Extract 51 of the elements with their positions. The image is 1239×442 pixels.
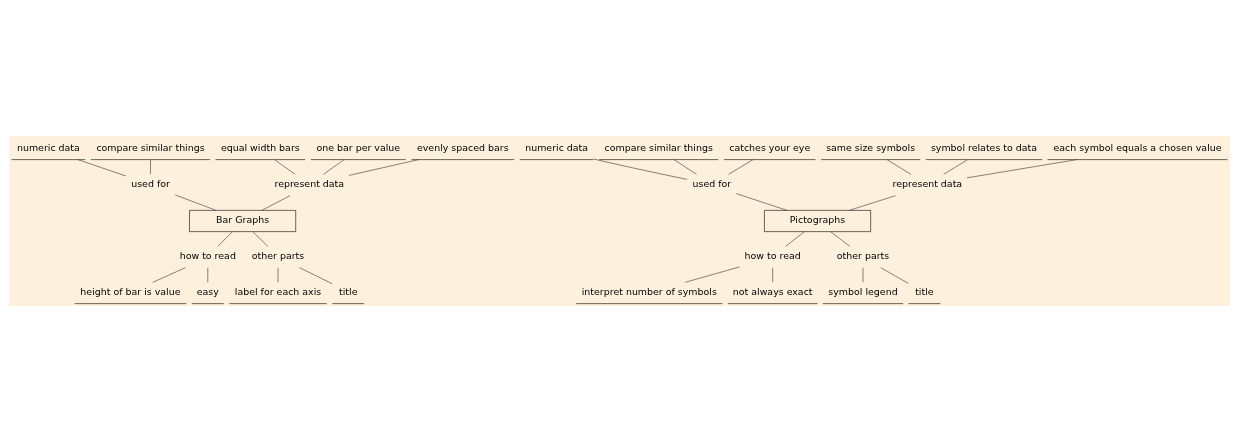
node-text: symbol relates to data (930, 142, 1038, 154)
connector (150, 159, 151, 175)
node-text: numeric data (525, 142, 589, 154)
connector (830, 231, 851, 247)
connector (299, 267, 333, 285)
connector (217, 231, 233, 247)
node-text: one bar per value (316, 142, 401, 154)
node-text: other parts (251, 250, 305, 262)
connector (673, 159, 697, 175)
node-text: each symbol equals a chosen value (1053, 142, 1222, 154)
node-text: compare similar things (604, 142, 713, 154)
connector (77, 159, 127, 177)
node-text: compare similar things (96, 142, 205, 154)
node-text: interpret number of symbols (581, 286, 717, 298)
connector (943, 159, 968, 175)
node-text: used for (131, 178, 170, 190)
node-text: catches your eye (729, 142, 811, 154)
node-text: used for (692, 178, 732, 190)
connector (323, 159, 345, 175)
node-text: equal width bars (220, 142, 300, 154)
node-text: height of bar is value (80, 286, 181, 298)
node-text: how to read (179, 250, 236, 262)
connector (966, 159, 1077, 179)
connector (152, 267, 186, 283)
node-box: Pictographs (764, 210, 871, 232)
node-text: label for each axis (234, 286, 322, 298)
node-text: represent data (892, 178, 963, 190)
connector (174, 194, 217, 211)
connector (684, 266, 740, 283)
node-text: title (915, 286, 934, 298)
connector (848, 195, 896, 211)
connector (593, 158, 688, 180)
node-text: other parts (836, 250, 890, 262)
node-box: Bar Graphs (189, 210, 297, 232)
node-text: evenly spaced bars (416, 142, 509, 154)
connector (886, 159, 912, 175)
node-text: how to read (744, 250, 801, 262)
node-text: numeric data (16, 142, 80, 154)
connector (274, 159, 296, 175)
node-text: symbol legend (828, 286, 898, 298)
connector (348, 159, 419, 176)
connector (261, 195, 291, 211)
node-text: easy (196, 286, 219, 298)
node-text: same size symbols (826, 142, 916, 154)
connector (736, 193, 788, 211)
node-text: title (339, 286, 358, 298)
node-text: represent data (274, 178, 345, 190)
connector (785, 231, 805, 247)
node-text: not always exact (732, 286, 813, 298)
connector (252, 231, 268, 247)
connector (728, 159, 754, 175)
